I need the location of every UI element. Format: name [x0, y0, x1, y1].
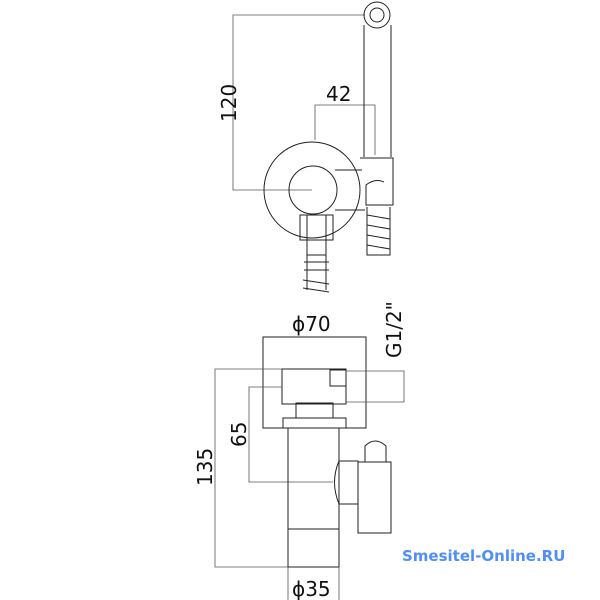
flange	[262, 336, 367, 429]
label-65: 65	[227, 422, 251, 447]
nut	[295, 402, 334, 419]
holder-block	[360, 157, 394, 206]
connector-left	[299, 214, 334, 293]
hose-right	[366, 207, 391, 256]
dim-thread-lines	[346, 370, 405, 403]
dim-42-lines	[314, 104, 376, 155]
showerhead-end	[363, 1, 391, 29]
lever-cap	[364, 440, 387, 462]
label-phi70: ϕ70	[292, 312, 331, 336]
label-135: 135	[193, 448, 217, 486]
showerhead-nozzle	[369, 7, 385, 23]
label-42: 42	[326, 82, 351, 106]
lever	[357, 461, 392, 534]
handle-marker	[329, 369, 347, 387]
dim-35-lines	[287, 567, 340, 600]
dim-65-lines	[248, 386, 333, 483]
valve-body	[287, 427, 340, 568]
dim-120-lines	[232, 14, 365, 191]
label-120: 120	[217, 84, 241, 122]
front-view: ϕ70 G1/2" 135 65 ϕ35	[193, 301, 406, 600]
watermark: Smesitel-Online.RU	[402, 547, 566, 565]
valve-core	[288, 165, 338, 215]
label-thread: G1/2"	[382, 301, 406, 358]
top-view: 120 42	[217, 1, 394, 293]
base-plate	[282, 417, 347, 429]
side-outlet	[334, 460, 359, 505]
handshower-body	[363, 25, 392, 157]
label-phi35: ϕ35	[292, 577, 331, 600]
holder-arm	[335, 169, 365, 211]
dim-135-lines	[214, 368, 288, 568]
wall-rosette	[263, 141, 361, 239]
